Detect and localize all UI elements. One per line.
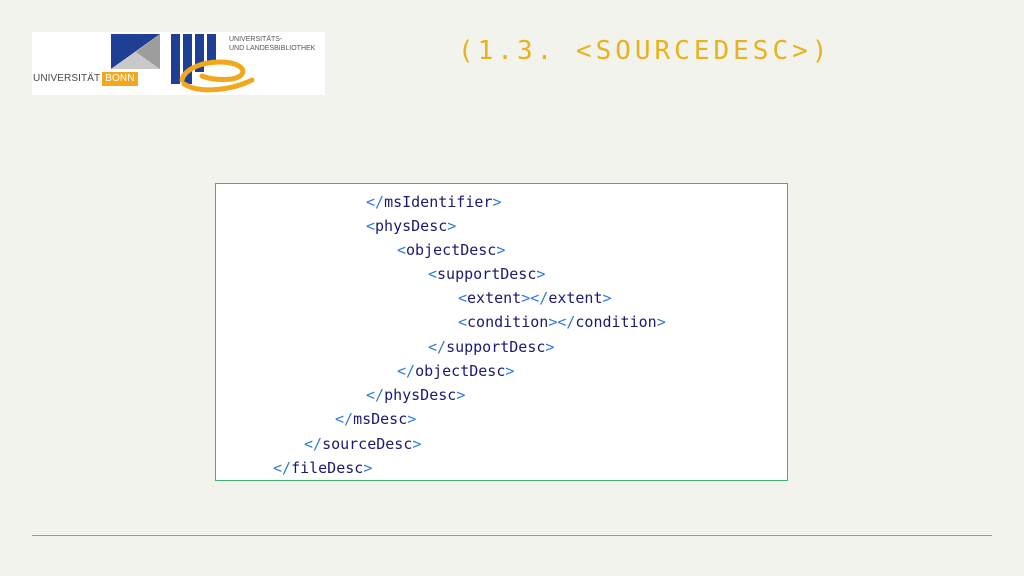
- code-line: </supportDesc>: [428, 338, 555, 356]
- code-line: </msIdentifier>: [366, 193, 502, 211]
- page-title: (1.3. <SOURCEDESC>): [458, 36, 832, 66]
- library-name-line2: UND LANDESBIBLIOTHEK: [229, 45, 316, 52]
- code-line: <supportDesc>: [428, 265, 546, 283]
- code-line: <physDesc>: [366, 217, 457, 235]
- university-emblem: [111, 34, 160, 69]
- code-line: </fileDesc>: [273, 459, 373, 477]
- xml-code-box: </msIdentifier> <physDesc> <objectDesc> <su…: [215, 183, 788, 481]
- library-emblem-icon: [171, 34, 255, 93]
- code-line: </physDesc>: [366, 386, 466, 404]
- footer-divider: [32, 535, 992, 536]
- university-name: UNIVERSITÄT: [33, 73, 101, 84]
- code-line: </msDesc>: [335, 410, 417, 428]
- library-logo-text: UNIVERSITÄTS- UND LANDESBIBLIOTHEK: [229, 35, 315, 53]
- code-line: <extent></extent>: [458, 289, 612, 307]
- library-name-line1: UNIVERSITÄTS-: [229, 36, 283, 43]
- code-line: <objectDesc>: [397, 241, 506, 259]
- code-line: </objectDesc>: [397, 362, 515, 380]
- code-line: <condition></condition>: [458, 313, 666, 331]
- code-line: </sourceDesc>: [304, 435, 422, 453]
- university-highlight: BONN: [102, 72, 138, 86]
